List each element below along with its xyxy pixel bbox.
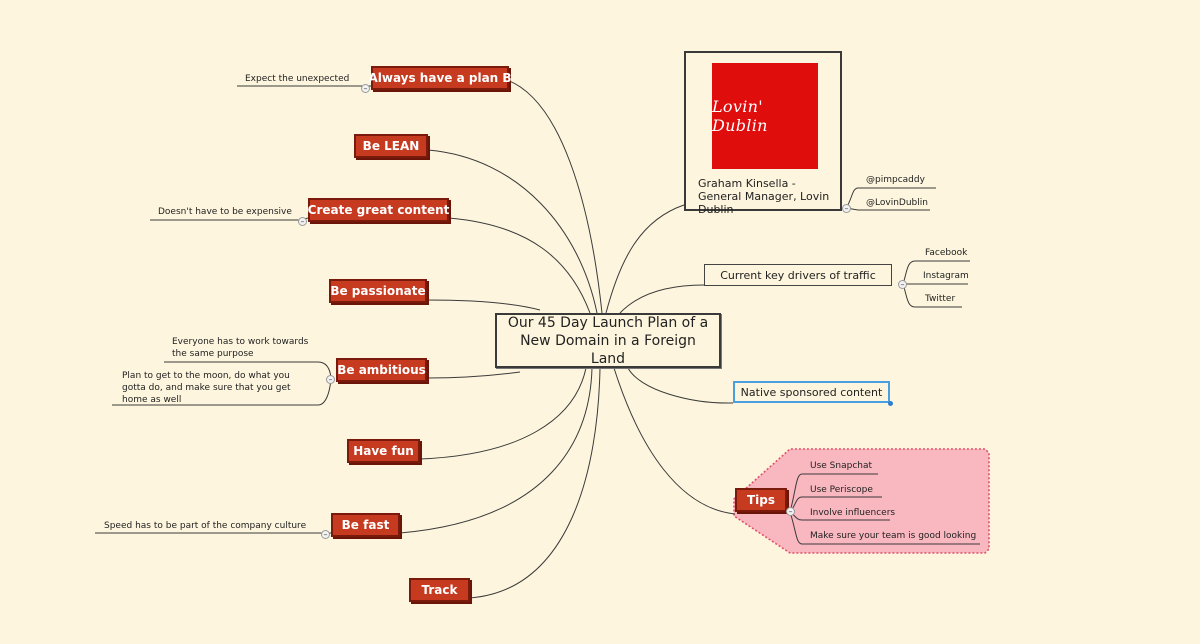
handle-lovindublin: @LovinDublin	[866, 198, 928, 208]
tips-callout-shape	[733, 448, 990, 554]
central-topic[interactable]: Our 45 Day Launch Plan of a New Domain i…	[495, 313, 721, 368]
note-expect-unexpected: Expect the unexpected	[245, 74, 350, 84]
underline-expensive	[150, 217, 309, 221]
topic-tips[interactable]: Tips	[735, 488, 787, 512]
link-have-fun	[419, 367, 587, 460]
note-moon-plan: Plan to get to the moon, do what you got…	[122, 371, 291, 405]
link-native	[627, 367, 734, 404]
branch-handles-2	[845, 207, 930, 211]
traffic-item-facebook: Facebook	[925, 248, 968, 258]
profile-caption: Graham Kinsella - General Manager, Lovin…	[698, 177, 830, 216]
selection-handle[interactable]	[888, 401, 893, 406]
topic-create-great-content[interactable]: Create great content	[308, 198, 449, 222]
collapse-toggle-icon[interactable]: –	[326, 375, 335, 384]
link-traffic	[619, 284, 705, 314]
profile-topic[interactable]: Lovin' Dublin Graham Kinsella - General …	[684, 51, 842, 216]
link-content	[448, 217, 591, 314]
topic-label: Be passionate	[330, 284, 426, 298]
topic-native-sponsored[interactable]: Native sponsored content	[733, 381, 890, 403]
collapse-toggle-icon[interactable]: –	[898, 280, 907, 289]
topic-label: Always have a plan B	[368, 71, 512, 85]
link-be-fast	[399, 367, 593, 534]
tip-involve-influencers: Involve influencers	[810, 508, 896, 518]
topic-label: Current key drivers of traffic	[720, 268, 876, 282]
topic-have-fun[interactable]: Have fun	[347, 439, 420, 463]
tip-use-snapchat: Use Snapchat	[810, 461, 873, 471]
topic-be-passionate[interactable]: Be passionate	[329, 279, 427, 303]
link-profile	[605, 204, 685, 314]
topic-always-have-plan-b[interactable]: Always have a plan B	[368, 66, 512, 90]
central-topic-label: Our 45 Day Launch Plan of a New Domain i…	[507, 314, 709, 367]
note-same-purpose: Everyone has to work towards the same pu…	[172, 337, 309, 359]
topic-label: Have fun	[353, 444, 414, 458]
link-passionate	[426, 299, 541, 311]
topic-label: Be LEAN	[362, 139, 420, 153]
branch-tips-1	[789, 473, 878, 513]
note-not-expensive: Doesn't have to be expensive	[158, 207, 292, 217]
link-plan-b	[506, 79, 603, 314]
topic-label: Track	[421, 583, 458, 597]
topic-label: Native sponsored content	[740, 385, 883, 399]
topic-be-lean[interactable]: Be LEAN	[354, 134, 428, 158]
link-lean	[427, 149, 598, 314]
link-tips	[613, 367, 736, 515]
topic-label: Tips	[746, 493, 776, 507]
link-ambitious	[426, 371, 521, 379]
collapse-toggle-icon[interactable]: –	[298, 217, 307, 226]
collapse-toggle-icon[interactable]: –	[786, 507, 795, 516]
lovin-dublin-logo: Lovin' Dublin	[712, 63, 818, 169]
topic-traffic-drivers[interactable]: Current key drivers of traffic	[704, 264, 892, 286]
tip-good-looking-team: Make sure your team is good looking	[810, 531, 977, 541]
topic-be-ambitious[interactable]: Be ambitious	[336, 358, 427, 382]
branch-tips-4	[789, 511, 980, 545]
collapse-toggle-icon[interactable]: –	[361, 84, 370, 93]
collapse-toggle-icon[interactable]: –	[842, 204, 851, 213]
handle-pimpcaddy: @pimpcaddy	[866, 175, 925, 185]
topic-label: Be ambitious	[337, 363, 426, 377]
traffic-item-instagram: Instagram	[923, 271, 969, 281]
topic-track[interactable]: Track	[409, 578, 470, 602]
topic-label: Create great content	[307, 203, 450, 217]
tip-use-periscope: Use Periscope	[810, 485, 873, 495]
topic-be-fast[interactable]: Be fast	[331, 513, 400, 537]
note-speed-culture: Speed has to be part of the company cult…	[104, 521, 307, 531]
collapse-toggle-icon[interactable]: –	[321, 530, 330, 539]
link-track	[469, 367, 601, 599]
traffic-item-twitter: Twitter	[925, 294, 956, 304]
topic-label: Be fast	[341, 518, 390, 532]
logo-text: Lovin' Dublin	[712, 97, 768, 135]
